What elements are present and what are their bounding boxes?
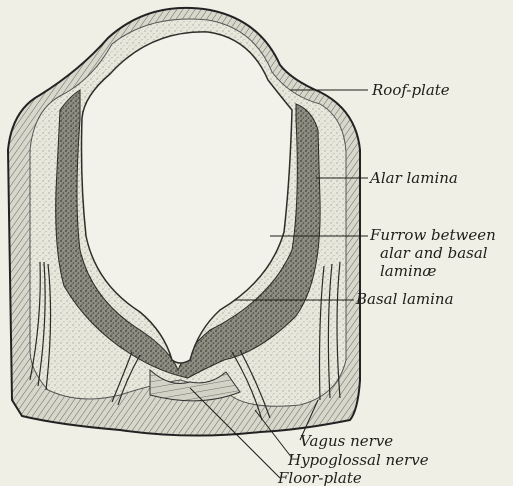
label-furrow-line-2: alar and basal	[380, 244, 488, 262]
label-hypoglossal-nerve: Hypoglossal nerve	[287, 451, 429, 469]
label-alar-lamina: Alar lamina	[368, 169, 458, 187]
label-floor-plate: Floor-plate	[277, 469, 362, 486]
label-roof-plate: Roof-plate	[371, 81, 450, 99]
label-vagus-nerve: Vagus nerve	[300, 432, 393, 450]
label-basal-lamina: Basal lamina	[355, 290, 454, 308]
label-furrow-line-1: Furrow between	[369, 226, 496, 244]
label-furrow-line-3: laminæ	[380, 262, 437, 280]
